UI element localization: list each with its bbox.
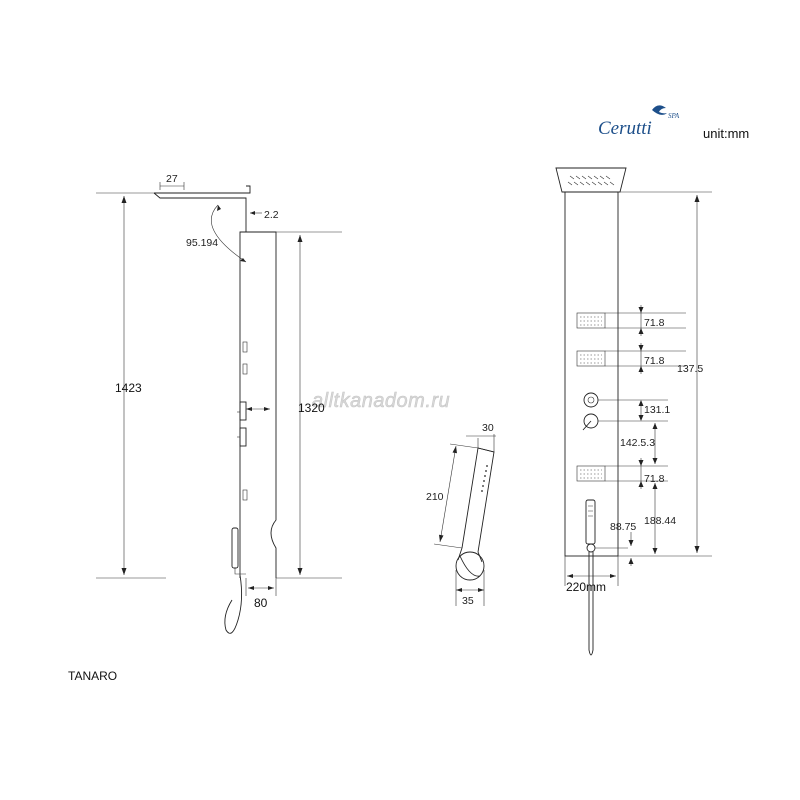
side-column-back [239, 210, 247, 578]
head-nozzles [567, 175, 615, 186]
dim-hand-width-top: 30 [482, 422, 494, 434]
body-jet-2 [576, 350, 606, 367]
brand-name: Cerutti [598, 118, 652, 139]
front-hose [588, 552, 594, 656]
side-nozzle [242, 341, 248, 353]
dim-jet-2: 71.8 [644, 355, 665, 367]
side-head [153, 192, 247, 210]
dim-panel-height: 1320 [298, 401, 325, 415]
control-knob-top [583, 392, 599, 408]
dim-hand-width-bottom: 35 [462, 595, 474, 607]
dim-total-height: 1423 [115, 381, 142, 395]
dim-lower: 188.44 [644, 515, 676, 527]
front-hand-shower [585, 499, 596, 545]
front-panel [564, 191, 619, 557]
front-view: 71.8 71.8 137.5 131.1 142.5.3 71.8 188.4… [555, 167, 712, 656]
dim-gap-front: 142.5.3 [620, 437, 655, 449]
dim-depth: 80 [254, 596, 268, 610]
side-hose [224, 574, 243, 634]
side-panel-front [246, 231, 277, 578]
side-head-top [154, 185, 251, 194]
brand-sup: SPA [668, 112, 680, 120]
unit-label: unit:mm [703, 126, 749, 141]
side-hand-shower [231, 527, 239, 569]
brand-logo: Cerutti SPA [598, 105, 680, 139]
hand-shower-body [461, 447, 495, 553]
angle-arc [210, 204, 247, 263]
side-view: 27 2.2 95.194 1423 1320 80 [96, 173, 342, 634]
dim-hand-length: 210 [426, 491, 444, 503]
front-head [555, 167, 627, 193]
dim-controls: 131.1 [644, 404, 670, 416]
dim-outlet: 88.75 [610, 521, 636, 533]
hand-shower-detail: 30 210 35 [426, 422, 496, 607]
dim-top-width: 27 [166, 173, 178, 185]
side-nozzle [242, 363, 248, 375]
hand-shower-holder [455, 551, 485, 581]
dolphin-logo-icon [652, 105, 667, 115]
model-name: TANARO [68, 669, 117, 683]
side-knob [239, 427, 247, 447]
knob-lever [582, 420, 592, 431]
dim-jet-1: 71.8 [644, 317, 665, 329]
dim-jet-3: 71.8 [644, 473, 665, 485]
watermark: alltkanadom.ru [312, 390, 450, 412]
body-jet-3 [576, 465, 606, 482]
dim-width: 220mm [566, 580, 606, 594]
dim-gap-side: 2.2 [264, 209, 279, 221]
dim-right-total: 137.5 [677, 363, 703, 375]
hand-shower-nozzles [481, 465, 488, 492]
body-jet-1 [576, 312, 606, 329]
dim-angle: 95.194 [186, 237, 218, 249]
side-nozzle [242, 489, 248, 501]
hose-outlet [586, 543, 596, 553]
side-knob [239, 401, 247, 421]
